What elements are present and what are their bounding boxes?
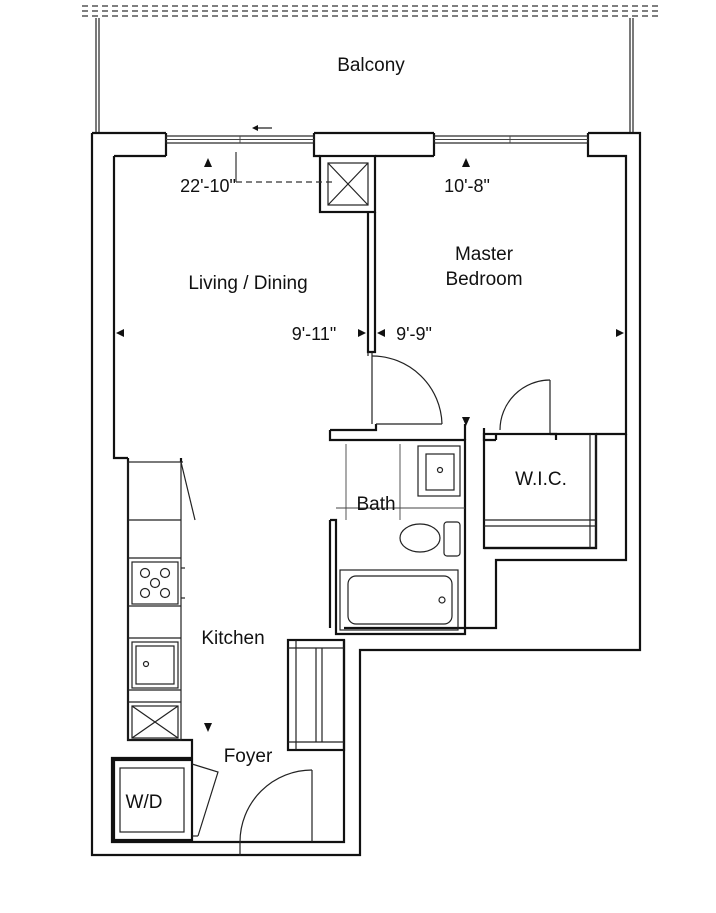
wic-room: [482, 432, 598, 550]
living-dining-label: Living / Dining: [188, 273, 307, 294]
shaft: [318, 154, 377, 214]
wic-door: [494, 379, 558, 440]
wd-label: W/D: [126, 792, 163, 813]
living-width-label: 22'-10": [180, 176, 236, 196]
kitchen-sink: [131, 641, 179, 689]
dimension-markers: [116, 158, 624, 732]
master-bedroom-label-line2: Bedroom: [445, 269, 522, 290]
cooktop: [131, 561, 185, 605]
balcony-railing: [82, 5, 662, 133]
bedroom-depth-label: 9'-9": [396, 324, 432, 344]
wic-label: W.I.C.: [515, 469, 567, 490]
bath-walls: [328, 423, 496, 636]
kitchen-label: Kitchen: [201, 628, 264, 649]
laundry-closet: [112, 758, 219, 842]
entry-door: [239, 769, 313, 856]
kitchen-counter: [127, 461, 196, 741]
bedroom-window: [433, 135, 589, 144]
living-bedroom-partition: [366, 212, 377, 354]
bedroom-door: [367, 352, 443, 425]
balcony-label: Balcony: [337, 55, 405, 76]
foyer-label: Foyer: [224, 746, 273, 767]
master-bedroom-label-line1: Master: [455, 244, 514, 265]
bath-label: Bath: [356, 494, 395, 515]
bulkhead-outline: [235, 152, 332, 183]
living-depth-label: 9'-11": [292, 324, 337, 344]
living-window: [165, 125, 315, 144]
bedroom-width-label: 10'-8": [444, 176, 490, 196]
refrigerator: [131, 705, 179, 739]
foyer-closet: [286, 638, 346, 752]
